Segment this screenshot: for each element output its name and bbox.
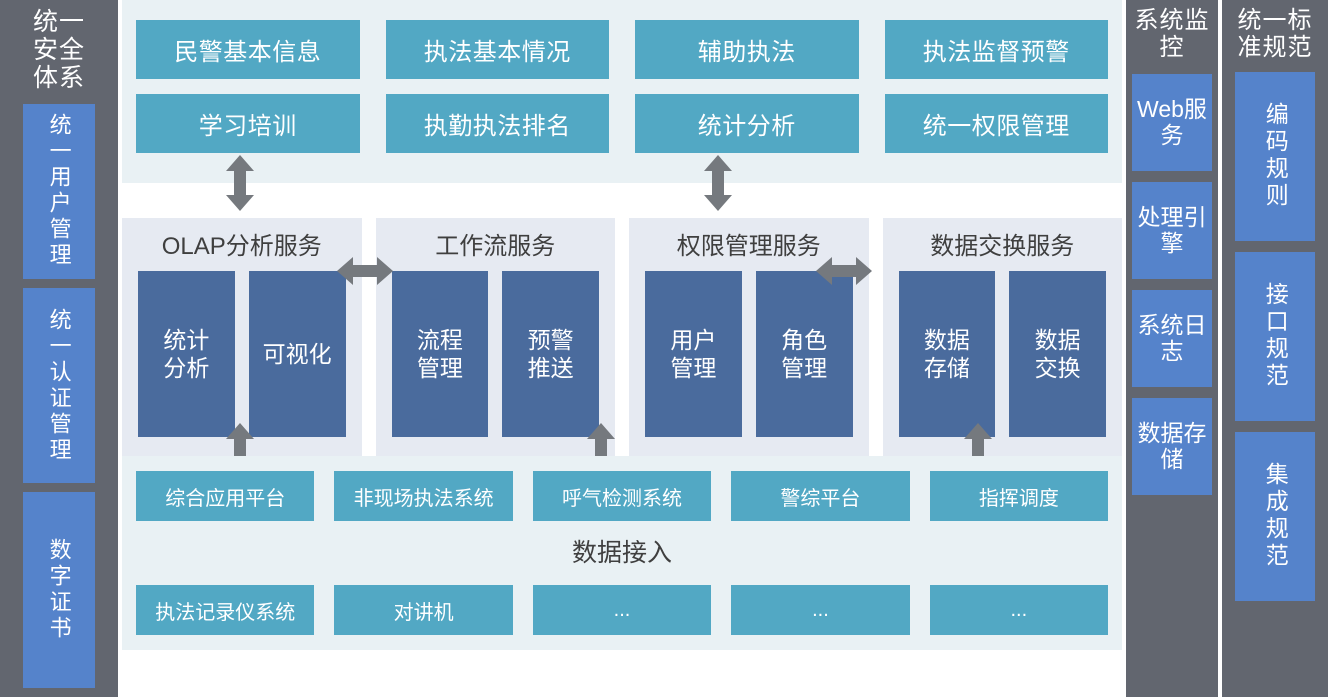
service-item-visualization[interactable]: 可视化	[248, 271, 346, 437]
data-box-offsite-enforcement-system[interactable]: 非现场执法系统	[334, 471, 513, 521]
service-group-items: 统计分析 可视化	[138, 271, 346, 437]
data-box-walkie-talkie[interactable]: 对讲机	[334, 585, 513, 635]
service-item-user-management[interactable]: 用户管理	[645, 271, 742, 437]
service-group-title: 工作流服务	[435, 233, 556, 260]
app-box-training[interactable]: 学习培训	[136, 94, 360, 153]
security-column-title: 统一安全体系	[32, 8, 85, 92]
app-box-duty-enforcement-ranking[interactable]: 执勤执法排名	[385, 94, 609, 153]
monitor-item-processing-engine[interactable]: 处理引擎	[1132, 181, 1212, 279]
service-group-workflow: 工作流服务 流程管理 预警推送	[375, 218, 615, 456]
standard-item-coding-rules[interactable]: 编码规则	[1235, 71, 1315, 241]
data-box-command-dispatch[interactable]: 指挥调度	[929, 471, 1109, 521]
service-item-statistical-analysis[interactable]: 统计分析	[138, 271, 235, 437]
standard-item-label: 集成规范	[1262, 462, 1289, 571]
standard-item-label: 编码规则	[1262, 102, 1289, 211]
app-box-enforcement-supervision-alert[interactable]: 执法监督预警	[884, 20, 1108, 79]
service-group-title: OLAP分析服务	[161, 233, 322, 260]
service-item-data-exchange[interactable]: 数据交换	[1009, 271, 1106, 437]
service-item-alert-push[interactable]: 预警推送	[502, 271, 599, 437]
security-item-auth-management[interactable]: 统一认证管理	[23, 287, 95, 484]
security-item-label: 统一用户管理	[46, 113, 72, 270]
data-box-police-integrated-platform[interactable]: 警综平台	[731, 471, 910, 521]
data-box-more-1[interactable]: ...	[532, 585, 712, 635]
service-group-data-exchange: 数据交换服务 数据存储 数据交换	[882, 218, 1122, 456]
data-box-law-enforcement-recorder-system[interactable]: 执法记录仪系统	[136, 585, 315, 635]
data-access-row-1: 综合应用平台 非现场执法系统 呼气检测系统 警综平台 指挥调度	[136, 471, 1109, 521]
monitor-column-title: 系统监控	[1134, 7, 1210, 61]
security-item-label: 统一认证管理	[46, 307, 72, 464]
data-box-more-3[interactable]: ...	[929, 585, 1109, 635]
application-layer: 民警基本信息 执法基本情况 辅助执法 执法监督预警 学习培训 执勤执法排名 统计…	[122, 0, 1122, 183]
service-group-permission: 权限管理服务 用户管理 角色管理	[629, 218, 869, 456]
app-box-enforcement-basics[interactable]: 执法基本情况	[385, 20, 609, 79]
data-box-integrated-application-platform[interactable]: 综合应用平台	[136, 471, 315, 521]
service-item-role-management[interactable]: 角色管理	[755, 271, 853, 437]
data-box-breath-test-system[interactable]: 呼气检测系统	[532, 471, 712, 521]
service-layer: OLAP分析服务 统计分析 可视化 工作流服务 流程管理 预警推送 权限管理服务	[122, 155, 1122, 479]
service-group-row: OLAP分析服务 统计分析 可视化 工作流服务 流程管理 预警推送 权限管理服务	[122, 218, 1122, 456]
monitor-item-system-log[interactable]: 系统日志	[1132, 289, 1212, 387]
security-item-label: 数字证书	[46, 538, 72, 643]
main-content: 民警基本信息 执法基本情况 辅助执法 执法监督预警 学习培训 执勤执法排名 统计…	[122, 0, 1122, 697]
standard-item-label: 接口规范	[1262, 282, 1289, 391]
service-group-olap: OLAP分析服务 统计分析 可视化	[122, 218, 362, 456]
service-item-process-management[interactable]: 流程管理	[391, 271, 489, 437]
data-access-layer: 综合应用平台 非现场执法系统 呼气检测系统 警综平台 指挥调度 数据接入 执法记…	[122, 456, 1122, 650]
monitor-column: 系统监控 Web服务 处理引擎 系统日志 数据存储	[1126, 0, 1218, 697]
service-group-title: 数据交换服务	[930, 233, 1075, 260]
app-box-unified-permission-management[interactable]: 统一权限管理	[884, 94, 1108, 153]
monitor-item-data-storage[interactable]: 数据存储	[1132, 397, 1212, 495]
security-item-user-management[interactable]: 统一用户管理	[23, 104, 95, 279]
data-box-more-2[interactable]: ...	[731, 585, 910, 635]
security-item-digital-certificate[interactable]: 数字证书	[23, 492, 95, 688]
service-group-items: 用户管理 角色管理	[645, 271, 853, 437]
data-access-label: 数据接入	[571, 538, 672, 567]
service-group-items: 数据存储 数据交换	[898, 271, 1106, 437]
standard-item-interface-spec[interactable]: 接口规范	[1235, 251, 1315, 421]
standard-column: 统一标准规范 编码规则 接口规范 集成规范	[1222, 0, 1328, 697]
app-box-assisted-enforcement[interactable]: 辅助执法	[635, 20, 859, 79]
application-row-2: 学习培训 执勤执法排名 统计分析 统一权限管理	[136, 94, 1108, 153]
app-box-police-basic-info[interactable]: 民警基本信息	[136, 20, 360, 79]
standard-column-title: 统一标准规范	[1237, 7, 1313, 61]
service-group-title: 权限管理服务	[676, 233, 821, 260]
data-access-row-2: 执法记录仪系统 对讲机 ... ... ...	[136, 585, 1109, 635]
monitor-item-web-service[interactable]: Web服务	[1132, 73, 1212, 171]
security-column: 统一安全体系 统一用户管理 统一认证管理 数字证书	[0, 0, 118, 697]
application-row-1: 民警基本信息 执法基本情况 辅助执法 执法监督预警	[136, 20, 1108, 79]
service-group-items: 流程管理 预警推送	[391, 271, 599, 437]
app-box-statistical-analysis[interactable]: 统计分析	[635, 94, 859, 153]
standard-item-integration-spec[interactable]: 集成规范	[1235, 431, 1315, 601]
service-item-data-storage[interactable]: 数据存储	[898, 271, 996, 437]
